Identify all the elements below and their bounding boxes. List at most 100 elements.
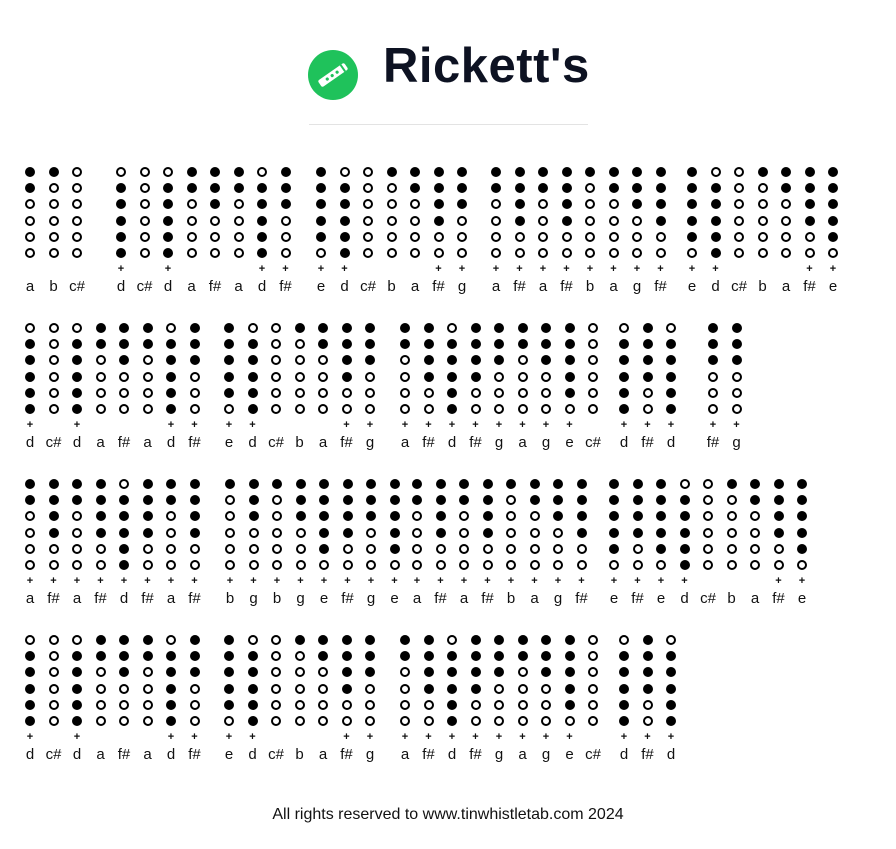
closed-hole	[666, 404, 676, 414]
closed-hole	[25, 355, 35, 366]
copyright-footer: All rights reserved to www.tinwhistletab…	[272, 806, 624, 823]
open-hole	[423, 404, 434, 414]
open-hole	[608, 231, 619, 242]
closed-hole	[642, 323, 653, 333]
closed-hole	[318, 651, 328, 662]
open-hole	[119, 699, 129, 710]
note-label: f#	[803, 278, 816, 295]
note-label: a	[25, 590, 35, 607]
closed-hole	[687, 231, 697, 242]
note-label: c#	[268, 746, 284, 763]
closed-hole	[119, 667, 129, 678]
open-hole	[400, 355, 410, 366]
closed-hole	[365, 635, 375, 645]
open-hole	[642, 404, 653, 414]
open-hole	[588, 355, 598, 366]
octave-mark: +	[709, 419, 717, 431]
closed-hole	[576, 527, 587, 538]
closed-hole	[609, 543, 619, 554]
octave-mark: +	[343, 731, 350, 743]
open-hole	[588, 683, 598, 694]
octave-mark: +	[775, 575, 782, 587]
closed-hole	[619, 683, 629, 694]
closed-hole	[619, 699, 629, 710]
closed-hole	[447, 683, 457, 694]
open-hole	[726, 511, 737, 522]
closed-hole	[341, 371, 352, 382]
closed-hole	[447, 355, 457, 366]
open-hole	[142, 387, 153, 398]
open-hole	[561, 248, 572, 258]
note-label: f#	[432, 278, 445, 295]
octave-mark: +	[484, 575, 491, 587]
open-hole	[666, 323, 676, 333]
note-label: d	[119, 590, 129, 607]
closed-hole	[72, 355, 82, 366]
closed-hole	[561, 215, 572, 226]
open-hole	[316, 248, 326, 258]
open-hole	[588, 371, 598, 382]
open-hole	[655, 231, 666, 242]
closed-hole	[25, 183, 35, 194]
open-hole	[271, 635, 281, 645]
note-label: e	[609, 590, 619, 607]
open-hole	[585, 199, 595, 210]
open-hole	[363, 215, 373, 226]
closed-hole	[316, 231, 326, 242]
note-label: a	[166, 590, 176, 607]
closed-hole	[247, 716, 258, 726]
open-hole	[248, 560, 259, 570]
closed-hole	[72, 371, 82, 382]
closed-hole	[166, 699, 176, 710]
open-hole	[494, 683, 504, 694]
open-hole	[494, 699, 504, 710]
closed-hole	[280, 183, 291, 194]
closed-hole	[189, 323, 200, 333]
open-hole	[412, 511, 422, 522]
open-hole	[25, 199, 35, 210]
closed-hole	[656, 511, 666, 522]
note-label: a	[491, 278, 501, 295]
octave-mark: +	[667, 731, 675, 743]
open-hole	[224, 716, 234, 726]
open-hole	[726, 543, 737, 554]
closed-hole	[541, 635, 551, 645]
closed-hole	[233, 167, 244, 177]
note-label: d	[447, 434, 457, 451]
note-label: e	[390, 590, 399, 607]
open-hole	[482, 560, 493, 570]
closed-hole	[365, 355, 375, 366]
closed-hole	[773, 511, 784, 522]
open-hole	[72, 527, 82, 538]
note-label: a	[96, 746, 105, 763]
open-hole	[363, 248, 373, 258]
octave-mark: +	[667, 419, 675, 431]
octave-mark: +	[458, 263, 466, 275]
open-hole	[119, 683, 129, 694]
open-hole	[294, 699, 305, 710]
open-hole	[564, 404, 575, 414]
note-label: f#	[575, 590, 588, 607]
note-label: a	[400, 434, 410, 451]
open-hole	[435, 560, 446, 570]
closed-hole	[316, 215, 326, 226]
note-label: b	[225, 590, 235, 607]
open-hole	[773, 560, 784, 570]
open-hole	[541, 716, 551, 726]
note-label: f#	[654, 278, 667, 295]
closed-hole	[316, 183, 326, 194]
closed-hole	[166, 667, 176, 678]
closed-hole	[642, 635, 653, 645]
open-hole	[247, 635, 258, 645]
note-label: f#	[706, 434, 720, 451]
closed-hole	[166, 339, 176, 350]
closed-hole	[119, 651, 129, 662]
closed-hole	[514, 183, 525, 194]
open-hole	[734, 215, 744, 226]
note-label: f#	[560, 278, 573, 295]
open-hole	[95, 683, 106, 694]
closed-hole	[529, 495, 540, 506]
closed-hole	[319, 527, 329, 538]
closed-hole	[423, 667, 434, 678]
open-hole	[142, 667, 153, 678]
